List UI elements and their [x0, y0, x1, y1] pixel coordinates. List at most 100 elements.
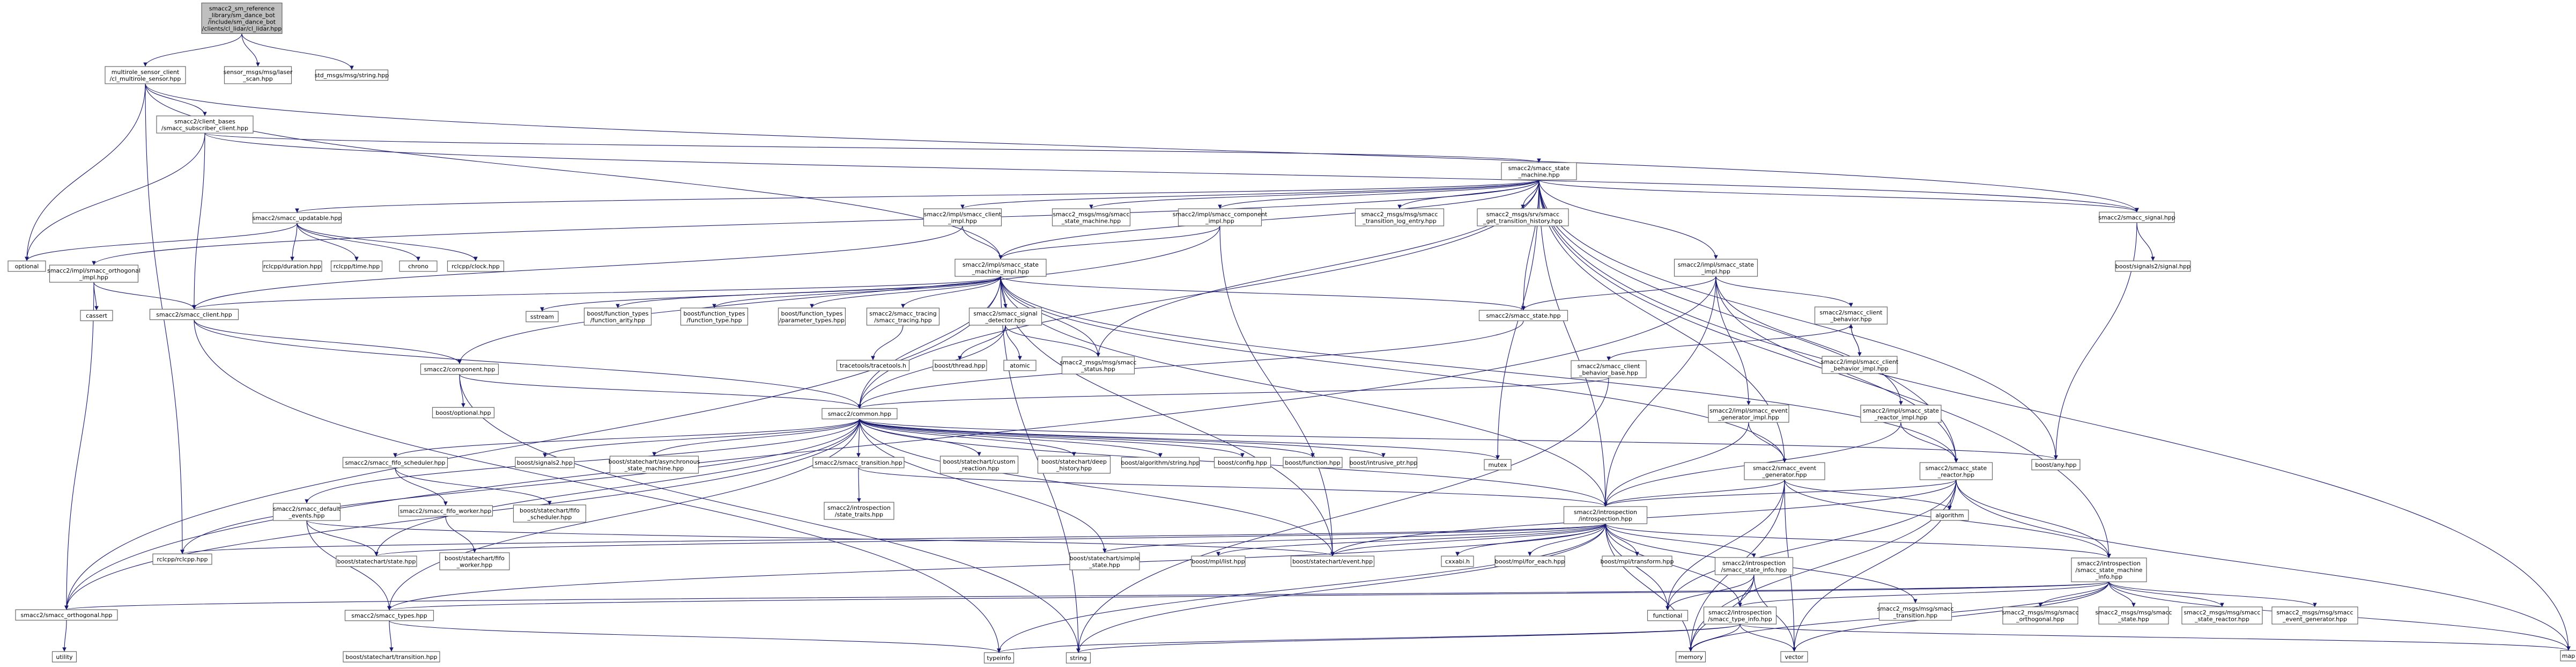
node-box: [866, 307, 940, 326]
graph-node-boost-any[interactable]: boost/any.hpp: [2031, 459, 2081, 471]
graph-node-fifo-worker[interactable]: smacc2/smacc_fifo_worker.hpp: [398, 505, 493, 517]
graph-node-smacc-sm[interactable]: smacc2/smacc_state_machine.hpp: [1501, 162, 1577, 180]
graph-node-sstream[interactable]: sstream: [525, 311, 559, 322]
graph-node-fifo-sched-b[interactable]: boost/statechart/fifo_scheduler.hpp: [513, 504, 587, 523]
graph-node-msg-orth[interactable]: smacc2_msgs/msg/smacc_orthogonal.hpp: [2002, 606, 2079, 625]
graph-node-typeinfo[interactable]: typeinfo: [983, 652, 1015, 664]
graph-node-state-hpp[interactable]: smacc2/smacc_state.hpp: [1478, 310, 1568, 321]
graph-node-mpl-transform[interactable]: boost/mpl/transform.hpp: [1600, 555, 1674, 567]
graph-node-intrusive-ptr[interactable]: boost/intrusive_ptr.hpp: [1350, 457, 1418, 468]
graph-node-common[interactable]: smacc2/common.hpp: [821, 408, 898, 420]
graph-node-msg-sm[interactable]: smacc2_msgs/msg/smacc_state_machine.hpp: [1052, 208, 1131, 226]
graph-node-optional[interactable]: optional: [8, 260, 46, 272]
graph-node-mutex[interactable]: mutex: [1484, 459, 1512, 471]
graph-node-bf-arity[interactable]: boost/function_types/function_arity.hpp: [583, 307, 652, 326]
graph-node-cb-base[interactable]: smacc2/smacc_client_behavior_base.hpp: [1571, 360, 1647, 378]
graph-node-srv-th[interactable]: smacc2_msgs/srv/smacc_get_transition_his…: [1477, 208, 1569, 226]
graph-node-state-impl[interactable]: smacc2/impl/smacc_state_impl.hpp: [1674, 259, 1758, 277]
graph-node-cxxabi[interactable]: cxxabi.h: [1441, 555, 1474, 567]
graph-node-map[interactable]: map: [2560, 650, 2576, 662]
edge-orthogonal-to-utility: [62, 620, 67, 652]
graph-node-rcl-rcl[interactable]: rclcpp/rclcpp.hpp: [152, 553, 212, 565]
graph-node-mpl-foreach[interactable]: boost/mpl/for_each.hpp: [1494, 555, 1565, 567]
graph-node-alg-string[interactable]: boost/algorithm/string.hpp: [1121, 457, 1200, 468]
graph-node-memory[interactable]: memory: [1675, 651, 1706, 663]
graph-node-subclient[interactable]: smacc2/client_bases/smacc_subscriber_cli…: [156, 115, 254, 134]
graph-node-top[interactable]: smacc2_sm_reference_library/sm_dance_bot…: [201, 2, 283, 34]
graph-node-tracing[interactable]: smacc2/smacc_tracing/smacc_tracing.hpp: [866, 307, 940, 326]
graph-node-state-info[interactable]: smacc2/introspection/smacc_state_info.hp…: [1714, 557, 1794, 575]
graph-node-orthogonal[interactable]: smacc2/smacc_orthogonal.hpp: [15, 609, 118, 621]
dependency-edge: [387, 419, 860, 611]
graph-node-functional[interactable]: functional: [1647, 610, 1689, 621]
graph-node-sc-state[interactable]: boost/statechart/state.hpp: [336, 555, 417, 567]
graph-node-state-reactor[interactable]: smacc2/smacc_state_reactor.hpp: [1919, 462, 1993, 480]
graph-node-multirole[interactable]: multirole_sensor_client/cl_multirole_sen…: [105, 66, 186, 84]
graph-node-atomic[interactable]: atomic: [1003, 360, 1037, 371]
graph-node-deep-hist[interactable]: boost/statechart/deep_history.hpp: [1037, 456, 1111, 474]
graph-node-chrono[interactable]: chrono: [399, 260, 438, 272]
graph-node-vector[interactable]: vector: [1780, 651, 1808, 663]
graph-node-utility[interactable]: utility: [51, 651, 77, 663]
node-label: smacc2_msgs/msg/smacc_state_machine.hpp: [1053, 211, 1129, 225]
graph-node-bf-param[interactable]: boost/function_types/parameter_types.hpp: [778, 307, 846, 326]
graph-node-cassert[interactable]: cassert: [80, 310, 113, 321]
graph-node-introspection[interactable]: smacc2/introspection/introspection.hpp: [1563, 506, 1648, 524]
graph-node-boost-config[interactable]: boost/config.hpp: [1213, 457, 1271, 468]
graph-node-fifo-sched[interactable]: smacc2/smacc_fifo_scheduler.hpp: [342, 457, 448, 468]
graph-node-type-info[interactable]: smacc2/introspection/smacc_type_info.hpp: [1703, 606, 1777, 625]
graph-node-sigdet[interactable]: smacc2/smacc_signal_detector.hpp: [968, 307, 1042, 326]
node-box: [1501, 162, 1577, 180]
graph-node-laserscan[interactable]: sensor_msgs/msg/laser_scan.hpp: [224, 66, 293, 84]
graph-node-rcl-duration[interactable]: rclcpp/duration.hpp: [262, 260, 322, 272]
graph-node-algorithm[interactable]: algorithm: [1930, 509, 1969, 521]
graph-node-eg-impl[interactable]: smacc2/impl/smacc_event_generator_impl.h…: [1708, 405, 1789, 423]
graph-node-cb-hpp[interactable]: smacc2/smacc_client_behavior.hpp: [1814, 306, 1888, 325]
edge-common-to-intrusive-ptr: [859, 419, 1386, 458]
graph-node-event-gen[interactable]: smacc2/smacc_event_generator.hpp: [1744, 462, 1825, 480]
graph-node-msg-status[interactable]: smacc2_msgs/msg/smacc_status.hpp: [1060, 356, 1137, 375]
graph-node-mpl-list[interactable]: boost/mpl/list.hpp: [1191, 555, 1246, 567]
graph-node-sc-transition[interactable]: boost/statechart/transition.hpp: [343, 651, 440, 663]
graph-node-sr-impl[interactable]: smacc2/impl/smacc_state_reactor_impl.hpp: [1860, 405, 1942, 423]
graph-node-signals2[interactable]: boost/signals2.hpp: [515, 457, 575, 468]
graph-node-custom-react[interactable]: boost/statechart/custom_reaction.hpp: [939, 456, 1019, 474]
graph-node-boost-signal[interactable]: boost/signals2/signal.hpp: [2115, 260, 2191, 272]
graph-node-updatable[interactable]: smacc2/smacc_updatable.hpp: [253, 212, 342, 224]
graph-node-state-intro[interactable]: smacc2/introspection/state_traits.hpp: [824, 502, 894, 520]
graph-node-component[interactable]: smacc2/component.hpp: [420, 363, 499, 375]
graph-node-types[interactable]: smacc2/smacc_types.hpp: [344, 610, 434, 621]
graph-node-boost-optional[interactable]: boost/optional.hpp: [432, 407, 495, 419]
graph-node-sm-impl[interactable]: smacc2/impl/smacc_state_machine_impl.hpp: [954, 259, 1047, 277]
graph-node-msg-egen[interactable]: smacc2_msgs/msg/smacc_event_generator.hp…: [2271, 606, 2358, 625]
graph-node-tracetools[interactable]: tracetools/tracetools.h: [836, 360, 910, 371]
graph-node-sm-info[interactable]: smacc2/introspection/smacc_state_machine…: [2071, 558, 2147, 582]
graph-node-stdstring[interactable]: std_msgs/msg/string.hpp: [315, 69, 389, 81]
edge-updatable-to-optional: [25, 223, 298, 261]
graph-node-transition-hpp[interactable]: smacc2/smacc_transition.hpp: [812, 457, 905, 468]
graph-node-string[interactable]: string: [1065, 652, 1091, 664]
graph-node-boost-function[interactable]: boost/function.hpp: [1283, 457, 1343, 468]
graph-node-msg-transition[interactable]: smacc2_msgs/msg/smacc_transition.hpp: [1877, 603, 1954, 621]
graph-node-orth-impl[interactable]: smacc2/impl/smacc_orthogonal_impl.hpp: [47, 265, 140, 283]
graph-node-client-impl[interactable]: smacc2/impl/smacc_client_impl.hpp: [923, 208, 1002, 226]
node-box: [1065, 652, 1091, 664]
graph-node-async-sm[interactable]: boost/statechart/asynchronous_state_mach…: [609, 456, 700, 474]
graph-node-rcl-time[interactable]: rclcpp/time.hpp: [330, 260, 383, 272]
graph-node-msg-state[interactable]: smacc2_msgs/msg/smacc_state.hpp: [2095, 606, 2172, 625]
dependency-edge: [374, 523, 1606, 556]
graph-node-default-events[interactable]: smacc2/smacc_default_events.hpp: [272, 503, 340, 521]
graph-node-rcl-clock[interactable]: rclcpp/clock.hpp: [447, 260, 505, 272]
graph-node-client[interactable]: smacc2/smacc_client.hpp: [149, 309, 239, 320]
graph-node-fifo-worker-b[interactable]: boost/statechart/fifo_worker.hpp: [439, 552, 510, 570]
graph-node-signal[interactable]: smacc2/smacc_signal.hpp: [2098, 211, 2175, 223]
graph-node-bf-type[interactable]: boost/function_types/function_type.hpp: [680, 307, 749, 326]
node-label: cxxabi.h: [1445, 558, 1470, 565]
graph-node-comp-impl[interactable]: smacc2/impl/smacc_component_impl.hpp: [1173, 208, 1268, 226]
graph-node-boost-thread[interactable]: boost/thread.hpp: [932, 360, 987, 371]
graph-node-simple-state[interactable]: boost/statechart/simple_state.hpp: [1069, 552, 1140, 570]
graph-node-cb-impl[interactable]: smacc2/impl/smacc_client_behavior_impl.h…: [1821, 356, 1899, 374]
graph-node-msg-sreactor[interactable]: smacc2_msgs/msg/smacc_state_reactor.hpp: [2181, 606, 2263, 625]
graph-node-msg-tlog[interactable]: smacc2_msgs/msg/smacc_transition_log_ent…: [1354, 208, 1445, 226]
graph-node-sc-event[interactable]: boost/statechart/event.hpp: [1290, 555, 1375, 567]
